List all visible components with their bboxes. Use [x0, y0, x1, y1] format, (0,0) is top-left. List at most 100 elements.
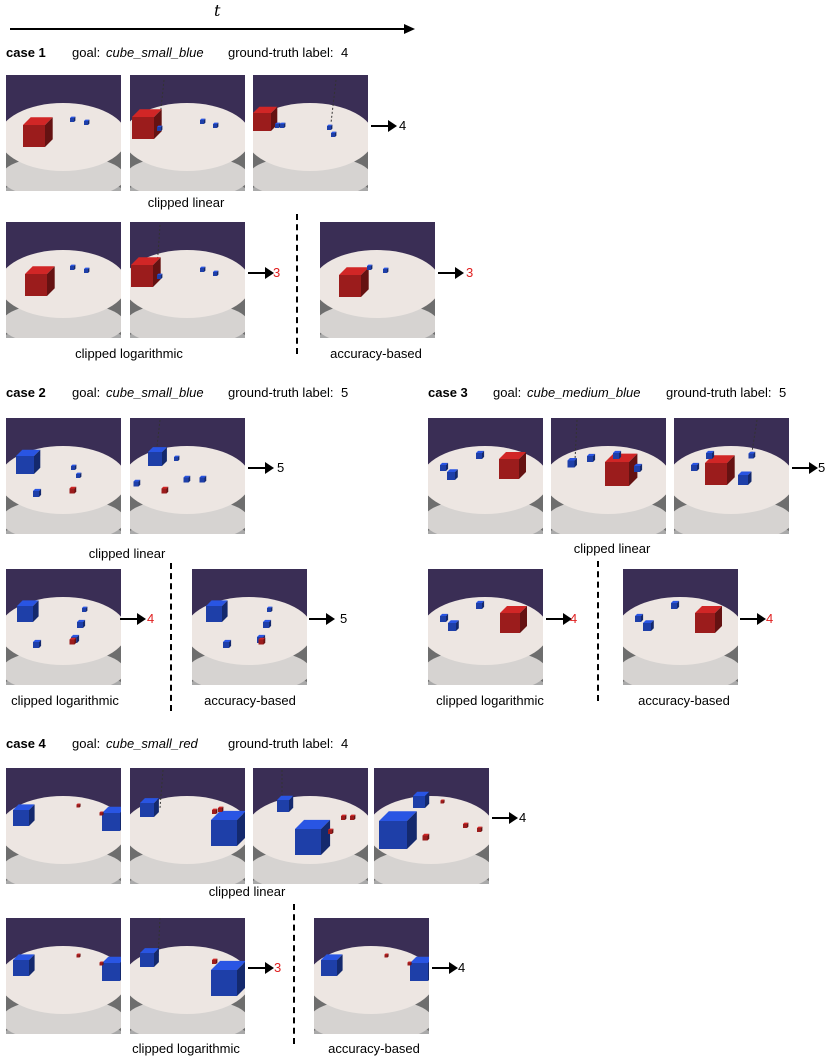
- gripper-line: [156, 224, 161, 269]
- red-cube: [76, 954, 80, 958]
- ground-truth-value: 5: [341, 385, 349, 400]
- cube-top: [463, 822, 469, 824]
- predicted-label: 4: [147, 611, 155, 626]
- arrow-head: [563, 613, 572, 625]
- ground-truth-prefix: ground-truth label:: [228, 45, 334, 60]
- blue-cube: [706, 453, 712, 459]
- output-arrow: [248, 266, 274, 280]
- red-cube: [328, 830, 332, 834]
- cube-top: [25, 266, 55, 274]
- blue-cube: [321, 960, 337, 976]
- red-cube: [99, 962, 103, 966]
- output-arrow: [248, 961, 274, 975]
- arrow-head: [455, 267, 464, 279]
- ground-truth-value: 4: [341, 45, 349, 60]
- red-cube: [384, 954, 388, 958]
- method-caption: clipped logarithmic: [75, 346, 183, 361]
- cube-side: [88, 267, 90, 273]
- cube-side: [153, 257, 161, 287]
- blue-cube: [84, 269, 88, 273]
- method-divider: [170, 563, 172, 711]
- predicted-label: 3: [274, 960, 282, 975]
- cube-side: [217, 122, 219, 128]
- cube-top: [339, 267, 369, 275]
- goal-value: cube_medium_blue: [527, 385, 641, 400]
- red-cube: [212, 810, 216, 814]
- predicted-label: 4: [458, 960, 466, 975]
- blue-cube: [71, 466, 75, 470]
- cube-top: [295, 819, 331, 829]
- cube-top: [213, 122, 219, 124]
- red-cube: [69, 639, 75, 645]
- simulation-frame: [130, 222, 245, 338]
- red-cube: [407, 962, 411, 966]
- cube-top: [277, 795, 294, 800]
- blue-cube: [295, 829, 321, 855]
- cube-side: [727, 455, 735, 485]
- table-top: [6, 946, 121, 1014]
- blue-cube: [476, 603, 482, 609]
- arrow-shaft: [248, 272, 266, 274]
- goal-prefix: goal:: [493, 385, 522, 400]
- red-cube: [341, 816, 345, 820]
- red-cube: [339, 275, 361, 297]
- blue-cube: [748, 453, 754, 459]
- simulation-frame: [130, 418, 245, 534]
- blue-cube: [140, 803, 154, 817]
- cube-top: [77, 619, 86, 622]
- cube-side: [74, 116, 76, 122]
- blue-cube: [440, 465, 446, 471]
- cube-side: [337, 954, 343, 976]
- predicted-label: 4: [399, 118, 407, 133]
- case-title: case 4: [6, 736, 46, 751]
- blue-cube: [140, 953, 154, 967]
- simulation-frame: [551, 418, 666, 534]
- cube-side: [289, 795, 294, 812]
- cube-top: [76, 803, 81, 805]
- cube-top: [253, 106, 278, 113]
- cube-side: [39, 488, 42, 497]
- cube-side: [154, 109, 162, 139]
- arrow-shaft: [792, 467, 810, 469]
- cube-top: [413, 791, 430, 796]
- blue-cube: [174, 457, 178, 461]
- blue-cube: [331, 133, 335, 137]
- cube-side: [237, 812, 245, 846]
- simulation-frame: [428, 418, 543, 534]
- cube-side: [204, 266, 206, 272]
- cube-top: [691, 462, 700, 465]
- gripper-line: [751, 419, 758, 453]
- cube-side: [74, 264, 76, 270]
- red-cube: [76, 804, 80, 808]
- cube-side: [407, 811, 417, 849]
- cube-top: [422, 833, 430, 836]
- cube-side: [574, 458, 577, 468]
- output-arrow: [740, 612, 766, 626]
- method-divider: [293, 904, 295, 1044]
- predicted-label: 3: [273, 265, 281, 280]
- goal-prefix: goal:: [72, 385, 101, 400]
- cube-top: [280, 122, 286, 124]
- cube-top: [671, 600, 680, 603]
- cube-side: [519, 452, 526, 479]
- goal-value: cube_small_blue: [106, 45, 204, 60]
- blue-cube: [76, 474, 80, 478]
- cube-side: [619, 450, 622, 459]
- blue-cube: [634, 466, 640, 472]
- cube-top: [16, 449, 41, 456]
- simulation-frame: [623, 569, 738, 685]
- arrow-shaft: [438, 272, 456, 274]
- blue-cube: [213, 272, 217, 276]
- cube-top: [82, 606, 88, 608]
- cube-side: [748, 471, 752, 485]
- simulation-frame: [253, 768, 368, 884]
- blue-cube: [379, 821, 407, 849]
- method-caption: accuracy-based: [328, 1041, 420, 1056]
- method-caption: clipped logarithmic: [132, 1041, 240, 1056]
- cube-top: [350, 814, 356, 816]
- cube-side: [217, 270, 219, 276]
- cube-top: [211, 810, 245, 820]
- cube-side: [677, 600, 680, 609]
- cube-top: [321, 954, 343, 960]
